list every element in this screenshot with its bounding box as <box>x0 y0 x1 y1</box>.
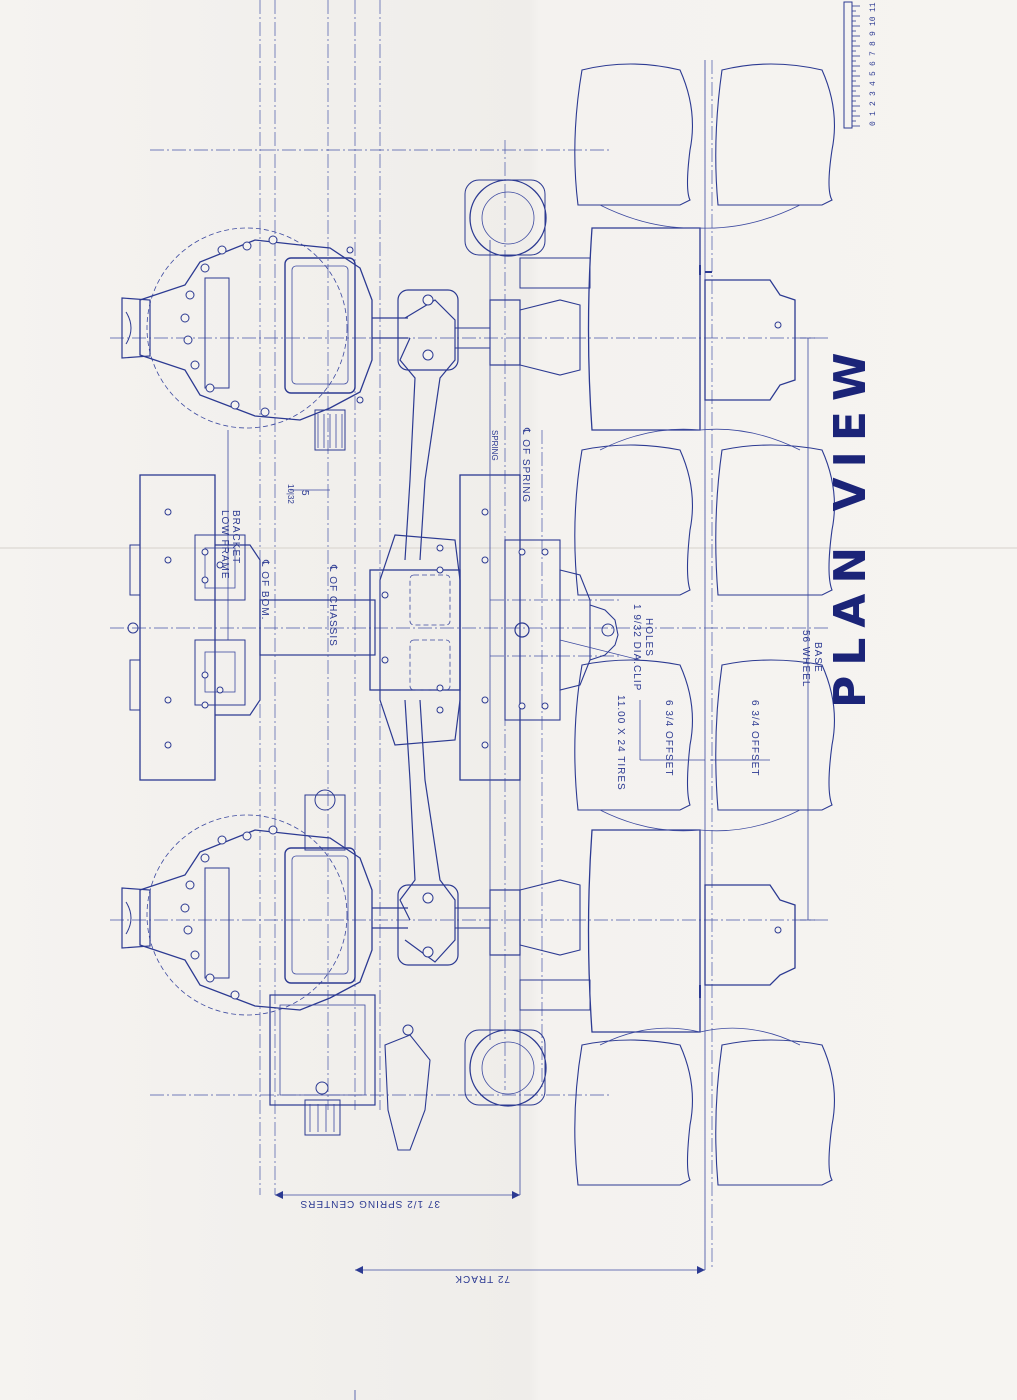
scale-num-9: 9 <box>869 31 878 36</box>
label-offset-1: 6 3/4 OFFSET <box>663 700 674 776</box>
scale-num-2: 2 <box>869 101 878 106</box>
label-clip-holes-1: 1 9/32 DIA.CLIP <box>631 604 642 691</box>
axle-center-lines <box>110 149 830 1096</box>
label-clip-holes-2: HOLES <box>643 618 654 657</box>
scale-num-8: 8 <box>869 41 878 46</box>
label-offset-2: 6 3/4 OFFSET <box>749 700 760 776</box>
rear-differential <box>121 789 431 1151</box>
wheel-hubs <box>464 179 796 1107</box>
label-spring-centers: 37 1/2 SPRING CENTERS <box>300 1198 440 1209</box>
label-base: BASE <box>812 642 823 673</box>
scale-num-7: 7 <box>869 51 878 56</box>
label-track: 72 TRACK <box>454 1273 510 1284</box>
scale-num-0: 0 <box>869 121 878 126</box>
tires <box>574 63 836 1186</box>
label-tires: 11.00 X 24 TIRES <box>615 695 626 791</box>
scale-num-5: 5 <box>869 71 878 76</box>
trunnion-bracket <box>127 474 619 781</box>
scale-num-3: 3 <box>869 91 878 96</box>
label-spring: SPRING <box>490 430 499 461</box>
front-differential <box>121 227 408 451</box>
scale-num-11: 11 <box>869 2 878 12</box>
label-cl-chassis: ℄ OF CHASSIS <box>327 564 338 647</box>
torque-rods <box>397 289 490 966</box>
label-cl-bom: ℄ OF BOM. <box>259 559 270 620</box>
scale-num-10: 10 <box>869 16 878 26</box>
label-dim-5: 5 <box>299 490 310 497</box>
label-bracket: BRACKET <box>230 510 241 564</box>
scale-num-1: 1 <box>869 111 878 116</box>
scale-num-4: 4 <box>869 81 878 86</box>
scale-num-6: 6 <box>869 61 878 66</box>
page-title: PLAN VIEW <box>825 343 876 709</box>
label-low-frame: LOW FRAME <box>219 510 230 580</box>
label-dim-5-frac: 10|32 <box>286 484 295 504</box>
dimension-lines <box>275 337 815 1400</box>
label-cl-spring: ℄ OF SPRING <box>520 427 531 503</box>
label-wheel-base: 56 WHEEL <box>800 630 811 687</box>
measurement-scale: 0 1 2 3 4 5 6 7 8 9 10 11 <box>843 1 878 129</box>
